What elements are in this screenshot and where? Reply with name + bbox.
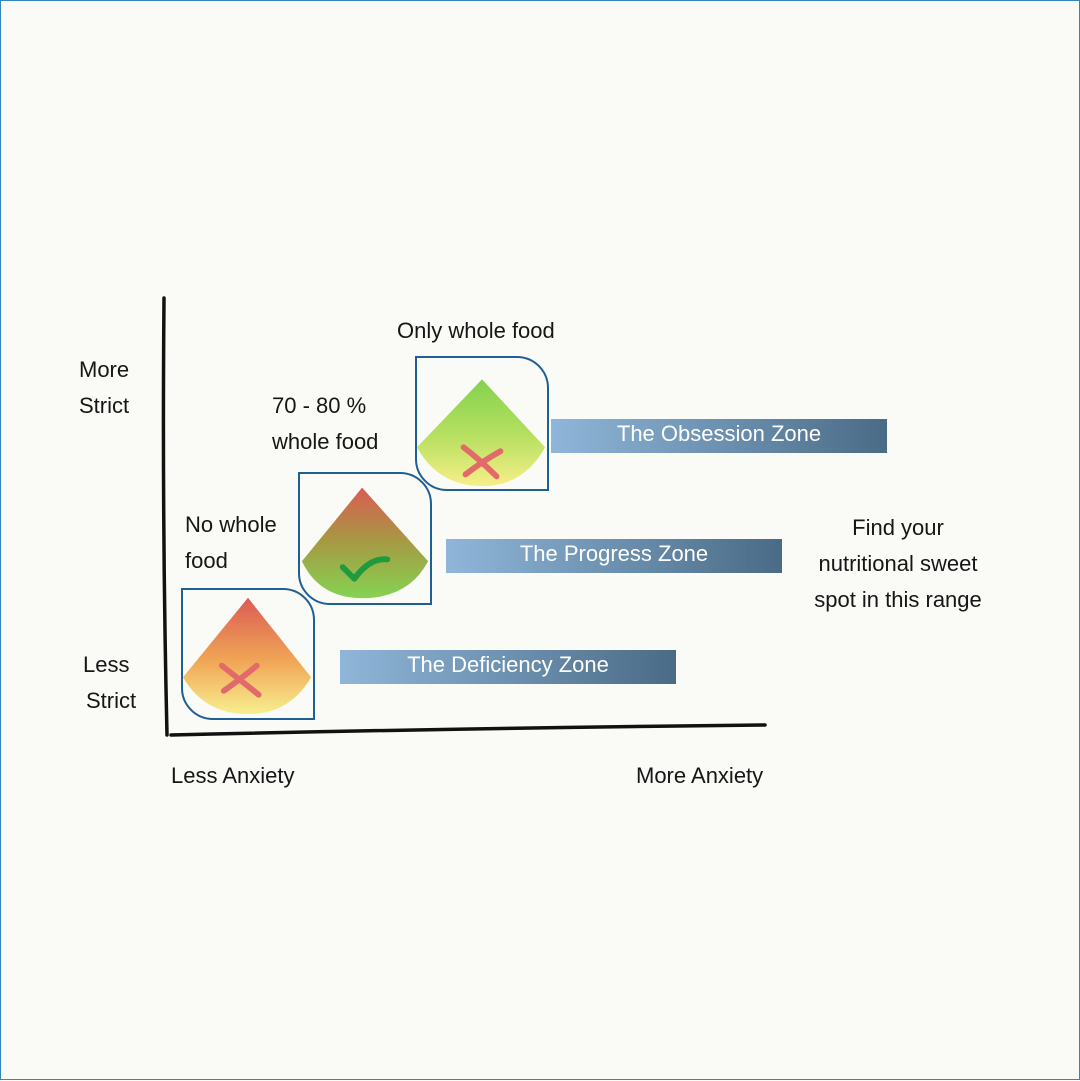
y-axis-bottom-label-line-2: Strict bbox=[86, 688, 137, 713]
level-3-caption: Only whole food bbox=[397, 313, 555, 349]
progress-zone-label: The Progress Zone bbox=[519, 541, 709, 566]
deficiency-zone-label: The Deficiency Zone bbox=[407, 652, 609, 677]
cross-icon bbox=[218, 662, 262, 698]
level-1-caption: No whole food bbox=[185, 507, 277, 579]
sweet-spot-note-line-2: nutritional sweet bbox=[818, 551, 978, 576]
level-1-tile bbox=[181, 588, 315, 720]
y-axis-top-label-line-2: Strict bbox=[79, 393, 130, 418]
level-3-tile bbox=[415, 356, 549, 491]
check-icon bbox=[339, 556, 391, 582]
progress-zone-bar: The Progress Zone bbox=[446, 539, 782, 573]
obsession-zone-bar: The Obsession Zone bbox=[551, 419, 887, 453]
level-3-caption-line-1: Only whole food bbox=[397, 318, 555, 343]
y-axis-bottom-label-line-1: Less bbox=[83, 652, 130, 677]
level-1-caption-line-1: No whole bbox=[185, 512, 277, 537]
sweet-spot-note: Find your nutritional sweet spot in this… bbox=[801, 510, 995, 618]
level-2-tile bbox=[298, 472, 432, 605]
level-2-caption-line-2: whole food bbox=[272, 429, 379, 454]
level-1-caption-line-2: food bbox=[185, 548, 228, 573]
x-axis-left-label: Less Anxiety bbox=[171, 763, 295, 788]
y-axis-bottom-label: Less Strict bbox=[83, 647, 136, 719]
level-2-caption: 70 - 80 % whole food bbox=[272, 388, 378, 460]
y-axis-line bbox=[161, 296, 169, 737]
deficiency-zone-bar: The Deficiency Zone bbox=[340, 650, 676, 684]
cross-icon bbox=[460, 444, 504, 480]
obsession-zone-label: The Obsession Zone bbox=[616, 421, 822, 446]
y-axis-top-label: More Strict bbox=[79, 352, 129, 424]
sweet-spot-note-line-1: Find your bbox=[852, 515, 944, 540]
sweet-spot-note-line-3: spot in this range bbox=[814, 587, 982, 612]
level-2-caption-line-1: 70 - 80 % bbox=[272, 393, 367, 418]
x-axis-line bbox=[169, 723, 767, 737]
y-axis-top-label-line-1: More bbox=[79, 357, 130, 382]
x-axis-right-label: More Anxiety bbox=[636, 763, 764, 788]
